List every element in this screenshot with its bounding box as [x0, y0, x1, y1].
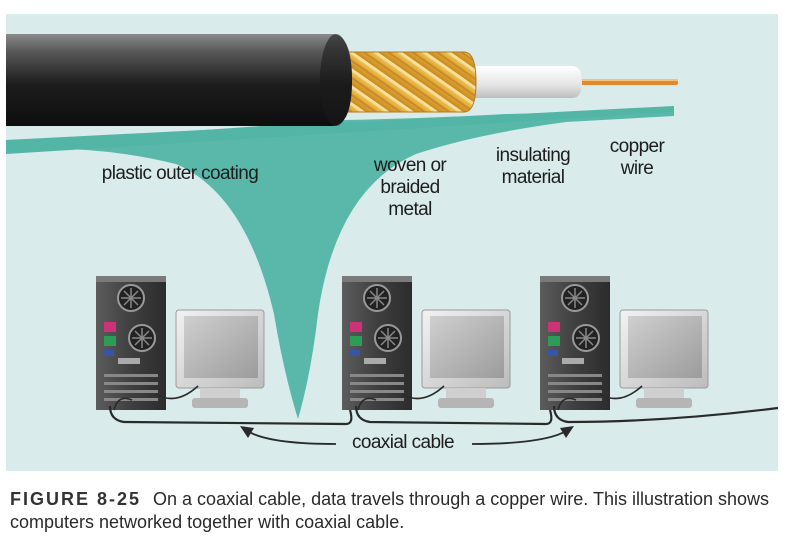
plastic-outer-coating [6, 34, 352, 126]
figure-panel: plastic outer coating woven or braided m… [6, 14, 778, 471]
coax-label-arrows [240, 426, 574, 445]
coaxial-cable-cutaway [6, 34, 678, 126]
label-insulating-material: insulating material [495, 145, 571, 188]
label-plastic-outer-coating: plastic outer coating [101, 163, 259, 184]
woven-braided-metal [336, 52, 476, 112]
caption-text: On a coaxial cable, data travels through… [10, 489, 770, 532]
label-copper-wire: copper wire [609, 136, 665, 179]
network-coax-cable [108, 405, 778, 426]
computer-2 [342, 276, 511, 410]
label-coaxial-cable: coaxial cable [351, 432, 455, 453]
insulating-material [468, 66, 582, 98]
figure-number: FIGURE 8-25 [10, 489, 142, 509]
computer-1 [96, 276, 265, 410]
computer-3 [540, 276, 709, 410]
label-woven-braided-metal: woven or braided metal [373, 155, 447, 220]
